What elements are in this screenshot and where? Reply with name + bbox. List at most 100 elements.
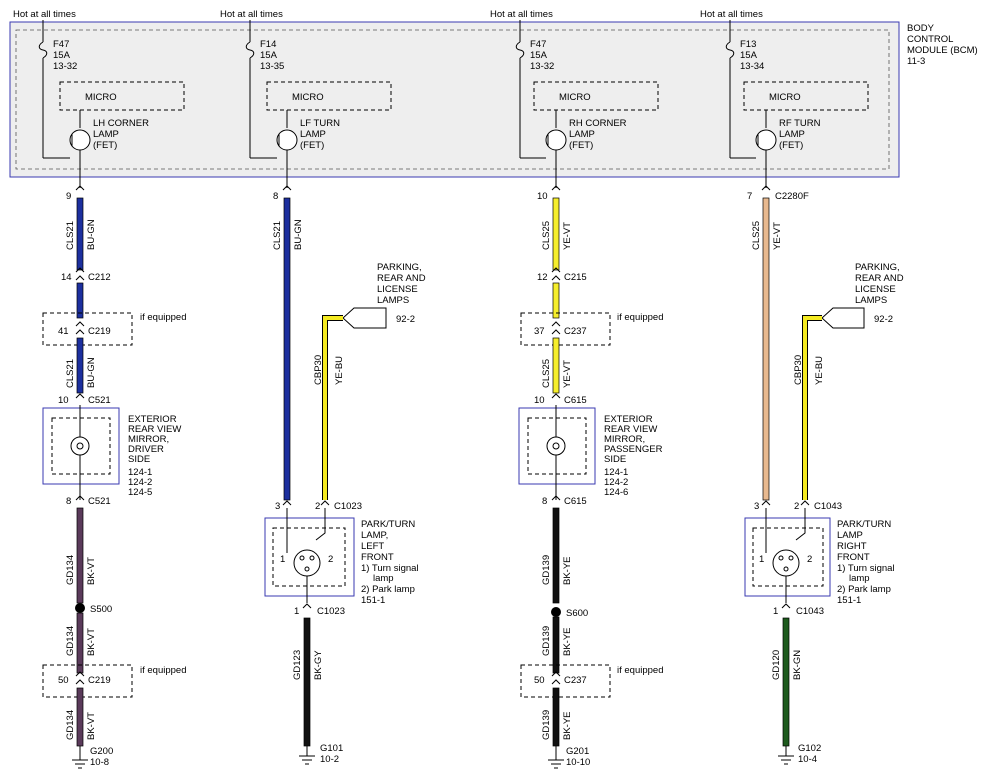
wire-circuit: CLS25	[751, 221, 762, 250]
connector-arrow	[75, 185, 85, 191]
ground-ref: 10-10	[566, 757, 590, 768]
wire-lf-1	[283, 197, 291, 501]
bulb-pin-2: 2	[807, 554, 812, 565]
bcm-label-3: MODULE (BCM)	[907, 45, 978, 56]
lamp-fet-label-2: LAMP	[300, 129, 326, 140]
park-label-1: PARKING,	[377, 262, 422, 273]
fuse-ref: 13-32	[530, 61, 554, 72]
mirror-label-5: SIDE	[604, 454, 626, 465]
lamp-fet-label-2: LAMP	[93, 129, 119, 140]
bulb-pin-1: 1	[759, 554, 764, 565]
wire-circuit: GD139	[541, 555, 552, 585]
wire-circuit: GD139	[541, 626, 552, 656]
micro-box	[743, 81, 869, 111]
bulb-icon	[293, 549, 321, 577]
lamp-label-8: 151-1	[361, 595, 385, 606]
wire-circuit: GD123	[292, 650, 303, 680]
lamp-fet-label-1: LF TURN	[300, 118, 340, 129]
park-label-1: PARKING,	[855, 262, 900, 273]
splice-dot	[75, 603, 85, 613]
fet-icon	[545, 129, 567, 151]
ground-connector: C1043	[796, 606, 824, 617]
fuse-id: F47	[53, 39, 69, 50]
optional-connector-box	[42, 664, 133, 698]
connector-id: C219	[88, 675, 111, 686]
connector-id: C219	[88, 326, 111, 337]
micro-label: MICRO	[559, 92, 591, 103]
hot-label: Hot at all times	[220, 9, 283, 20]
wire-color: BK-VT	[86, 557, 97, 585]
fuse-icon	[725, 41, 735, 59]
connector-pin: 10	[534, 395, 545, 406]
micro-label: MICRO	[292, 92, 324, 103]
park-label-2: REAR AND	[855, 273, 904, 284]
circuit-rh-corner: Hot at all times F47 15A 13-32 MICRO RH …	[490, 9, 663, 769]
connector-pin: 12	[537, 272, 548, 283]
wire-lf-gnd	[303, 617, 311, 747]
connector-pin: 8	[542, 496, 547, 507]
ground-ref: 10-8	[90, 757, 109, 768]
fet-icon	[755, 129, 777, 151]
lamp-fet-label-3: (FET)	[779, 140, 803, 151]
fuse-rating: 15A	[53, 50, 71, 61]
wire-park-lf	[322, 315, 343, 500]
wire-circuit: CLS21	[272, 221, 283, 250]
bcm-module-inner	[15, 29, 890, 170]
splice-id: S500	[90, 604, 112, 615]
wire-rh-1	[552, 197, 560, 271]
optional-connector-box	[520, 664, 611, 698]
fuse-rating: 15A	[530, 50, 548, 61]
mirror-label-1: EXTERIOR	[604, 414, 653, 425]
bulb-pin-2: 2	[328, 554, 333, 565]
lamp-fet-label-3: (FET)	[93, 140, 117, 151]
mirror-label-4: PASSENGER	[604, 444, 663, 455]
park-label-3: LICENSE	[377, 284, 418, 295]
wire-lh-5	[76, 612, 84, 674]
hot-label: Hot at all times	[490, 9, 553, 20]
wire-color: BK-GN	[792, 650, 803, 680]
fuse-icon	[245, 41, 255, 59]
wire-rh-2	[552, 282, 560, 319]
wire-lh-2	[76, 282, 84, 319]
fuse-ref: 13-32	[53, 61, 77, 72]
lamp-pin-b: 2	[315, 501, 320, 512]
circuit-rf-turn: Hot at all times F13 15A 13-34 MICRO RF …	[700, 9, 904, 765]
lamp-label-6: lamp	[849, 573, 870, 584]
wire-circuit: GD134	[65, 710, 76, 740]
lamp-label-4: FRONT	[361, 552, 394, 563]
connector-id: C521	[88, 395, 111, 406]
bcm-label-1: BODY	[907, 23, 935, 34]
circuit-lf-turn: Hot at all times F14 15A 13-35 MICRO LF …	[220, 9, 426, 765]
connector-pin: 37	[534, 326, 545, 337]
fuse-id: F13	[740, 39, 756, 50]
park-label-4: LAMPS	[855, 295, 887, 306]
fuse-rating: 15A	[740, 50, 758, 61]
ground-id: G201	[566, 746, 589, 757]
connector-pin: 10	[58, 395, 69, 406]
mirror-label-2: REAR VIEW	[604, 424, 657, 435]
ground-icon	[72, 746, 88, 769]
lamp-connector: C1023	[334, 501, 362, 512]
wire-circuit: GD134	[65, 555, 76, 585]
lamp-label-6: lamp	[373, 573, 394, 584]
bcm-module-box	[9, 21, 900, 178]
wire-color: YE-VT	[562, 360, 573, 388]
ground-ref: 10-4	[798, 754, 817, 765]
mirror-label-8: 124-5	[128, 487, 152, 498]
wire-color: BK-VT	[86, 628, 97, 656]
mirror-label-7: 124-2	[128, 477, 152, 488]
lamp-label-5: 1) Turn signal	[837, 563, 895, 574]
lamp-pin-b: 2	[794, 501, 799, 512]
wire-color: BK-YE	[562, 627, 573, 656]
wire-color: YE-BU	[334, 356, 345, 385]
wire-color: YE-VT	[772, 222, 783, 250]
bcm-pin: 10	[537, 191, 548, 202]
connector-pin: 41	[58, 326, 69, 337]
mirror-label-3: MIRROR,	[128, 434, 169, 445]
wire-color: BK-VT	[86, 712, 97, 740]
connector-id: C521	[88, 496, 111, 507]
mirror-label-4: DRIVER	[128, 444, 164, 455]
ground-pin: 1	[773, 606, 778, 617]
lamp-label-2: LAMP,	[361, 530, 388, 541]
offpage-connector	[821, 307, 865, 329]
